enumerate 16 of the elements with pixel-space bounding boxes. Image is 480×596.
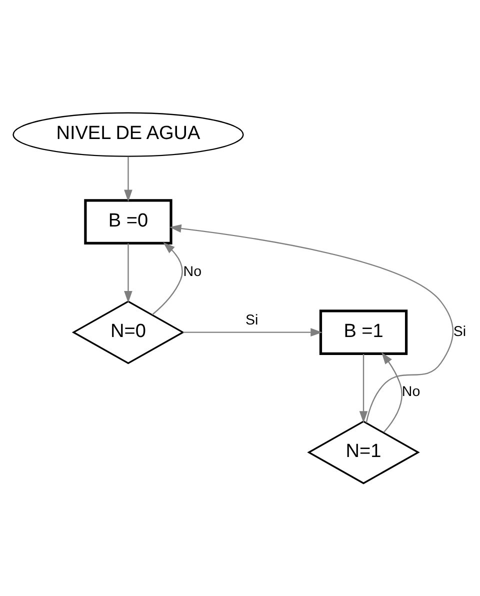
arrow [169, 224, 454, 423]
node-diamond: N=1 [307, 420, 420, 484]
edge-label: Si [245, 312, 258, 329]
arrow [359, 354, 368, 423]
arrow [124, 156, 132, 202]
node-ellipse: NIVEL DE AGUA [12, 112, 244, 157]
arrow [382, 352, 402, 433]
arrow [124, 243, 132, 303]
edge-label: No [183, 264, 202, 280]
edge-label: Si [453, 324, 466, 340]
edge-label: No [402, 384, 420, 400]
node-box: B =1 [319, 310, 408, 356]
arrow [152, 242, 183, 316]
node-diamond: N=0 [72, 300, 185, 364]
node-box: B =0 [84, 199, 172, 244]
arrow [183, 328, 322, 336]
